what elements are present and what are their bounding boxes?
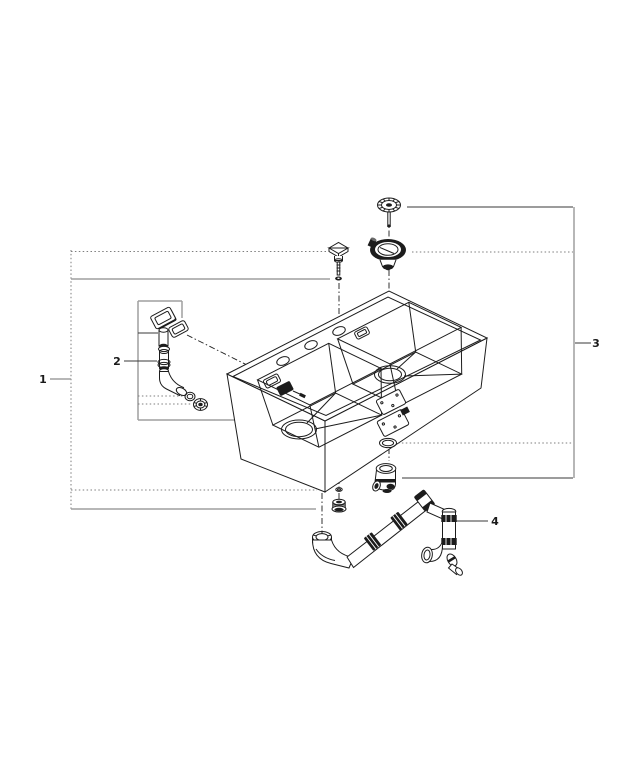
drain-pipe-assembly xyxy=(311,489,463,576)
faucet-holes xyxy=(276,326,346,366)
plug-knob xyxy=(327,241,350,281)
pipe-horizontal xyxy=(346,495,433,569)
plug-lower-washer xyxy=(335,487,343,492)
sink-body xyxy=(225,290,489,493)
callout-2: 2 xyxy=(113,355,121,368)
part1-group-bracket xyxy=(50,250,330,510)
part3-group-bracket xyxy=(398,206,591,479)
plug-nut xyxy=(331,498,347,513)
overflow-escutcheon xyxy=(150,306,177,330)
overflow-oring xyxy=(184,391,196,402)
callout-4: 4 xyxy=(491,515,499,528)
bowl-left xyxy=(256,342,383,448)
pipe-lower-branch xyxy=(446,553,458,567)
faucet-hole-2 xyxy=(304,340,318,350)
hole-plug-set xyxy=(327,241,350,513)
callout-3: 3 xyxy=(592,337,600,350)
strainer-oring xyxy=(379,437,397,449)
overflow-cover-plate xyxy=(276,381,306,399)
overflow-gasket xyxy=(168,320,189,338)
pipe-coupling-1 xyxy=(364,532,381,551)
mounting-bracket xyxy=(375,389,410,437)
faucet-hole-1 xyxy=(332,326,346,336)
overflow-elbow xyxy=(159,368,188,397)
faucet-hole-3 xyxy=(276,356,290,366)
overflow-nut xyxy=(193,398,208,411)
drain-strainer-set xyxy=(367,197,406,493)
overflow-pipe-upper xyxy=(158,327,169,349)
callout-labels: 1 2 3 4 xyxy=(39,337,600,528)
strainer-basket xyxy=(367,237,406,271)
bowl-right-drain xyxy=(374,365,406,384)
part2-group-box xyxy=(124,300,264,421)
overflow-kit xyxy=(150,306,208,411)
pipe-outlet xyxy=(421,546,433,564)
part2-overflow-centerline xyxy=(186,334,264,374)
bowl-right xyxy=(336,301,463,407)
callout-1: 1 xyxy=(39,373,47,386)
sink-rim-inner xyxy=(231,296,482,417)
bowl-left-drain xyxy=(281,419,317,440)
drain-valve-body xyxy=(372,463,397,493)
pipe-coupling-2 xyxy=(390,512,408,530)
strainer-cap-stem xyxy=(387,211,391,226)
overflow-pipe-lower xyxy=(157,345,171,371)
overflow-cover-screw xyxy=(292,390,302,395)
overflow-slot-right xyxy=(354,326,370,340)
pipe-left-elbow xyxy=(311,539,355,569)
strainer-cap xyxy=(377,197,401,228)
overflow-slot-left xyxy=(263,373,281,389)
